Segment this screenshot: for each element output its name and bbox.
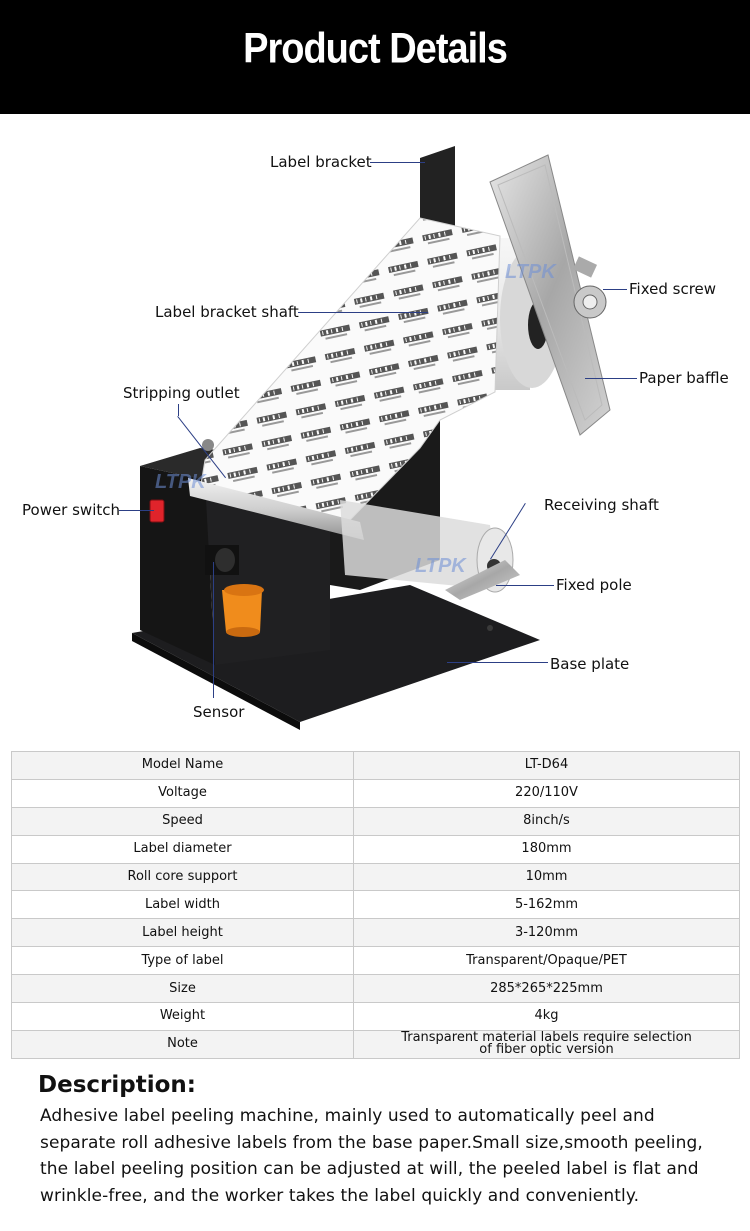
- spec-value: LT-D64: [353, 751, 740, 780]
- callout-fixed-screw: Fixed screw: [629, 280, 717, 298]
- description-body: Adhesive label peeling machine, mainly u…: [40, 1106, 703, 1206]
- spec-key: Voltage: [11, 778, 354, 808]
- leader-line: [213, 562, 214, 698]
- spec-key: Weight: [11, 1002, 354, 1031]
- callout-base-plate: Base plate: [550, 655, 630, 673]
- callout-stripping-outlet: Stripping outlet: [123, 384, 240, 402]
- callout-sensor: Sensor: [193, 703, 245, 721]
- spec-value: 3-120mm: [353, 918, 740, 948]
- product-image: LTPK LTPK LTPK: [132, 146, 611, 730]
- callout-receiving-shaft: Receiving shaft: [544, 496, 659, 514]
- spec-key: Type of label: [11, 946, 354, 976]
- leader-line: [178, 404, 179, 416]
- page-header: Product Details: [0, 0, 750, 114]
- leader-line: [496, 585, 554, 586]
- callout-fixed-pole: Fixed pole: [556, 576, 632, 594]
- spec-key: Note: [11, 1029, 354, 1059]
- callout-paper-baffle: Paper baffle: [639, 369, 729, 387]
- leader-line: [603, 289, 627, 290]
- leader-line: [370, 162, 425, 163]
- callout-power-switch: Power switch: [22, 501, 121, 519]
- spec-value: 285*265*225mm: [353, 974, 740, 1004]
- spec-value: 5-162mm: [353, 890, 740, 920]
- watermark-left: LTPK: [155, 471, 207, 493]
- leader-line: [447, 662, 548, 663]
- leader-line: [119, 510, 154, 511]
- spec-key: Label diameter: [11, 834, 354, 864]
- leader-line: [585, 378, 637, 379]
- spec-value: 8inch/s: [353, 806, 740, 836]
- spec-key: Size: [11, 974, 354, 1004]
- watermark-top: LTPK: [505, 261, 557, 283]
- spec-value: 10mm: [353, 862, 740, 892]
- spec-value: 220/110V: [353, 778, 740, 808]
- description-title: Description:: [38, 1072, 196, 1098]
- spec-value: 4kg: [353, 1002, 740, 1031]
- page-title: Product Details: [243, 25, 508, 73]
- spec-key: Speed: [11, 806, 354, 836]
- spec-key: Roll core support: [11, 862, 354, 892]
- product-diagram: LTPK LTPK LTPK Label bracket Label brack…: [0, 114, 750, 750]
- callout-label-bracket: Label bracket: [270, 153, 372, 171]
- spec-key: Model Name: [11, 751, 354, 780]
- spec-value: 180mm: [353, 834, 740, 864]
- spec-key: Label height: [11, 918, 354, 948]
- spec-key: Label width: [11, 890, 354, 920]
- leader-line: [298, 312, 428, 313]
- callout-label-bracket-shaft: Label bracket shaft: [155, 303, 299, 321]
- spec-value: Transparent/Opaque/PET: [353, 946, 740, 976]
- spec-value: Transparent material labels require sele…: [353, 1029, 740, 1059]
- watermark-bottom: LTPK: [415, 555, 467, 577]
